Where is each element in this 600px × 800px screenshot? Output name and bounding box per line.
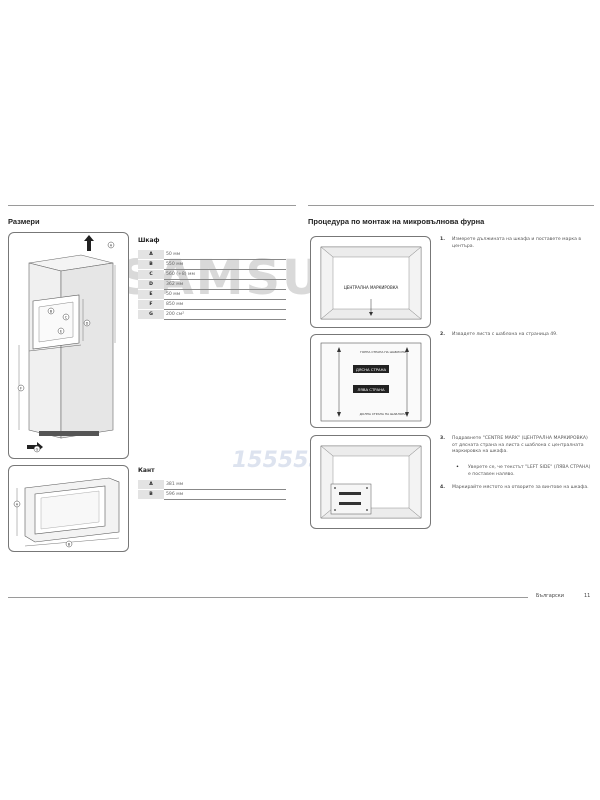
step-3: 3. Подравнете "CENTRE MARK" (ЦЕНТРАЛНА М… bbox=[440, 436, 588, 454]
marker-d: D bbox=[86, 321, 89, 325]
trim-title: Кант bbox=[138, 467, 155, 474]
marker-a: A bbox=[16, 502, 19, 506]
marker-g: G bbox=[36, 447, 39, 451]
step-1: 1. Измерете дължината на шкафа и поставе… bbox=[440, 237, 582, 249]
template-on-cabinet-drawing bbox=[320, 445, 422, 519]
footer-language: Български bbox=[536, 593, 565, 599]
template-bottom-label: ДОЛНА СТРАНА НА ШАБЛОНА bbox=[360, 412, 408, 416]
template-top-label: ГОРНА СТРАНА НА ШАБЛОНА bbox=[360, 350, 407, 354]
cabinet-front-drawing: ЦЕНТРАЛНА МАРКИРОВКА bbox=[320, 246, 422, 320]
cabinet-drawing: A B C E D F G bbox=[17, 235, 116, 453]
marker-f: F bbox=[20, 386, 22, 390]
step-2: 2. Извадете листа с шаблона на страница … bbox=[440, 332, 558, 337]
marker-e: E bbox=[60, 329, 62, 333]
right-side-label: ДЯСНА СТРАНА bbox=[356, 367, 387, 372]
left-header-rule bbox=[8, 205, 296, 206]
left-side-label: ЛЯВА СТРАНА bbox=[357, 387, 385, 392]
center-mark-label: ЦЕНТРАЛНА МАРКИРОВКА bbox=[344, 285, 399, 290]
cabinet-figure: A B C E D F G bbox=[8, 232, 129, 459]
template-sheet-drawing: ДЯСНА СТРАНА ЛЯВА СТРАНА ГОРНА СТРАНА НА… bbox=[320, 342, 422, 422]
marker-a: A bbox=[110, 243, 113, 247]
step-3-bullet: • Уверете се, че текстът "LEFT SIDE" (ЛЯ… bbox=[456, 465, 591, 477]
step-4: 4. Маркирайте мястото на отворите за вин… bbox=[440, 485, 589, 490]
step1-figure: ЦЕНТРАЛНА МАРКИРОВКА bbox=[310, 236, 431, 328]
installation-title: Процедура по монтаж на микровълнова фурн… bbox=[308, 217, 485, 226]
page-number: 11 bbox=[584, 593, 591, 599]
marker-c: C bbox=[65, 315, 68, 319]
step2-figure: ДЯСНА СТРАНА ЛЯВА СТРАНА ГОРНА СТРАНА НА… bbox=[310, 334, 431, 428]
marker-b: B bbox=[68, 542, 71, 546]
cabinet-title: Шкаф bbox=[138, 237, 160, 244]
marker-b: B bbox=[50, 309, 53, 313]
step3-figure bbox=[310, 435, 431, 529]
right-header-rule bbox=[308, 205, 594, 206]
trim-figure: A B bbox=[8, 465, 129, 552]
trim-drawing: A B bbox=[13, 477, 120, 548]
dimensions-title: Размери bbox=[8, 217, 40, 226]
footer-rule bbox=[8, 597, 528, 598]
